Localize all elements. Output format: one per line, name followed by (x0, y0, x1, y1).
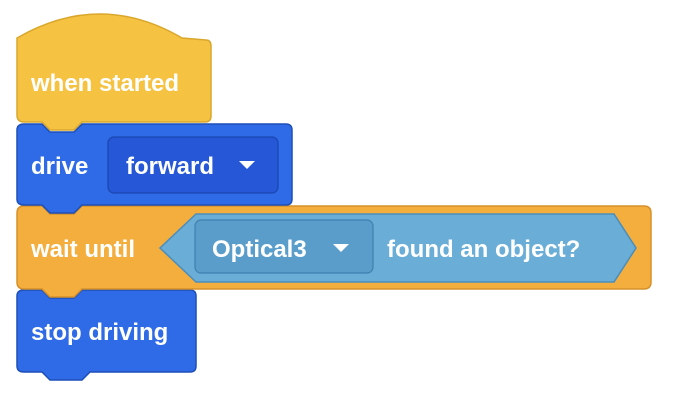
caret-down-icon (333, 244, 349, 252)
condition-text: found an object? (387, 236, 580, 263)
caret-down-icon (239, 161, 255, 169)
wait-until-block[interactable]: wait until Optical3 found an object? (16, 205, 652, 298)
sensor-dropdown-field (194, 219, 374, 274)
direction-dropdown-field (107, 136, 279, 194)
stop-driving-block[interactable]: stop driving (16, 289, 197, 381)
stop-driving-block-shape (16, 289, 197, 381)
hat-block-shape (16, 13, 212, 131)
optical-found-object-boolean[interactable]: Optical3 found an object? (158, 213, 637, 283)
stop-driving-label: stop driving (31, 319, 168, 346)
drive-direction-dropdown[interactable]: forward (107, 136, 279, 194)
sensor-dropdown-value: Optical3 (212, 236, 307, 263)
drive-label: drive (31, 153, 88, 180)
when-started-hat-block[interactable]: when started (16, 13, 212, 131)
drive-block[interactable]: drive forward (16, 123, 293, 214)
when-started-label: when started (30, 70, 179, 97)
direction-dropdown-value: forward (126, 153, 214, 180)
optical-sensor-dropdown[interactable]: Optical3 (194, 219, 374, 274)
wait-until-label: wait until (30, 236, 135, 263)
